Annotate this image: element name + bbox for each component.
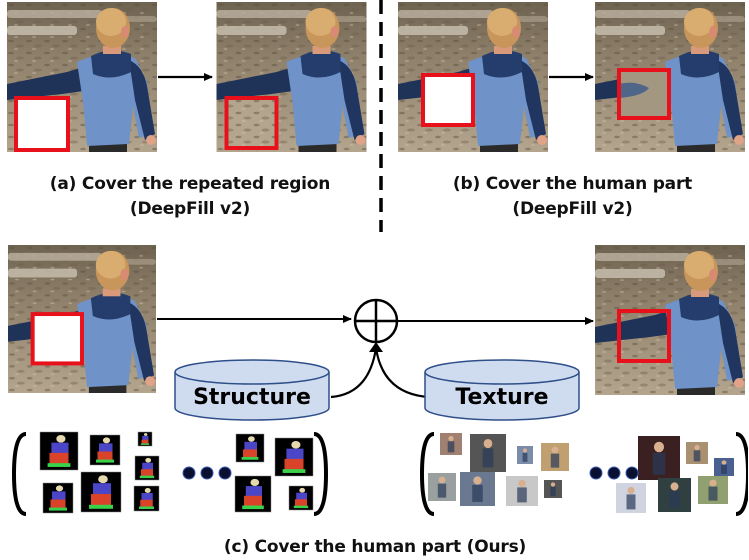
mask-box <box>30 312 84 366</box>
caption-c: (c) Cover the human part (Ours) <box>223 537 527 557</box>
circle-plus-icon <box>353 298 399 344</box>
texture-thumbnail <box>506 476 538 506</box>
arrow-b <box>549 73 594 81</box>
segmentation-thumbnail <box>133 485 160 512</box>
structure-database: Structure <box>174 359 330 421</box>
structure-label: Structure <box>193 385 311 410</box>
ellipsis-dot <box>218 466 232 480</box>
arrow-structure <box>330 347 378 399</box>
segmentation-thumbnail <box>235 433 265 463</box>
texture-thumbnail <box>698 476 728 504</box>
texture-thumbnail <box>517 446 533 464</box>
segmentation-thumbnail <box>80 471 122 513</box>
texture-thumbnail <box>470 434 506 472</box>
caption-b-line2: (DeepFill v2) <box>512 199 633 219</box>
caption-a-line1: (a) Cover the repeated region <box>49 174 331 194</box>
structure-samples <box>11 431 329 516</box>
texture-thumbnail <box>638 436 680 480</box>
texture-thumbnail <box>658 478 691 512</box>
segmentation-thumbnail <box>288 485 314 511</box>
texture-thumbnail <box>541 443 569 471</box>
left-bracket <box>419 432 435 516</box>
segmentation-thumbnail <box>274 437 314 477</box>
caption-a-line2: (DeepFill v2) <box>129 199 251 219</box>
segmentation-thumbnail <box>234 475 272 513</box>
segmentation-thumbnail <box>137 431 153 447</box>
panel-a-input-image <box>7 2 157 152</box>
texture-thumbnail <box>440 433 462 455</box>
panel-c-output-image <box>595 245 745 395</box>
texture-thumbnail <box>428 473 456 501</box>
texture-database: Texture <box>424 359 580 421</box>
ellipsis-dot <box>589 466 603 480</box>
segmentation-thumbnail <box>42 482 74 514</box>
ellipsis-dot <box>182 466 196 480</box>
right-bracket <box>313 432 329 516</box>
ellipsis-dot <box>607 466 621 480</box>
arrow-texture <box>374 347 430 399</box>
ellipsis-dot <box>200 466 214 480</box>
panel-b-input-image <box>398 2 548 152</box>
caption-b-line1: (b) Cover the human part <box>452 174 693 194</box>
segmentation-thumbnail <box>134 455 160 481</box>
right-bracket <box>735 432 748 516</box>
panel-b-output-image <box>595 2 745 152</box>
texture-thumbnail <box>686 442 708 464</box>
pipeline-diagram: Structure Texture <box>157 298 594 421</box>
texture-thumbnail <box>544 480 562 498</box>
texture-thumbnail <box>616 483 646 513</box>
ellipsis-dot <box>625 466 639 480</box>
panel-c-input-image <box>7 245 157 393</box>
texture-label: Texture <box>455 385 548 410</box>
panel-a-output-image <box>216 2 367 152</box>
mask-box <box>421 73 475 127</box>
texture-samples <box>419 432 748 516</box>
texture-thumbnail <box>460 472 495 506</box>
mask-box <box>14 96 70 152</box>
segmentation-thumbnail <box>39 431 79 471</box>
mask-box <box>224 96 279 150</box>
left-bracket <box>11 432 27 516</box>
texture-thumbnail <box>714 458 734 476</box>
mask-box <box>617 68 671 120</box>
mask-box <box>617 309 671 363</box>
arrow-a <box>158 73 213 81</box>
dashed-divider <box>379 0 383 232</box>
segmentation-thumbnail <box>89 434 121 466</box>
